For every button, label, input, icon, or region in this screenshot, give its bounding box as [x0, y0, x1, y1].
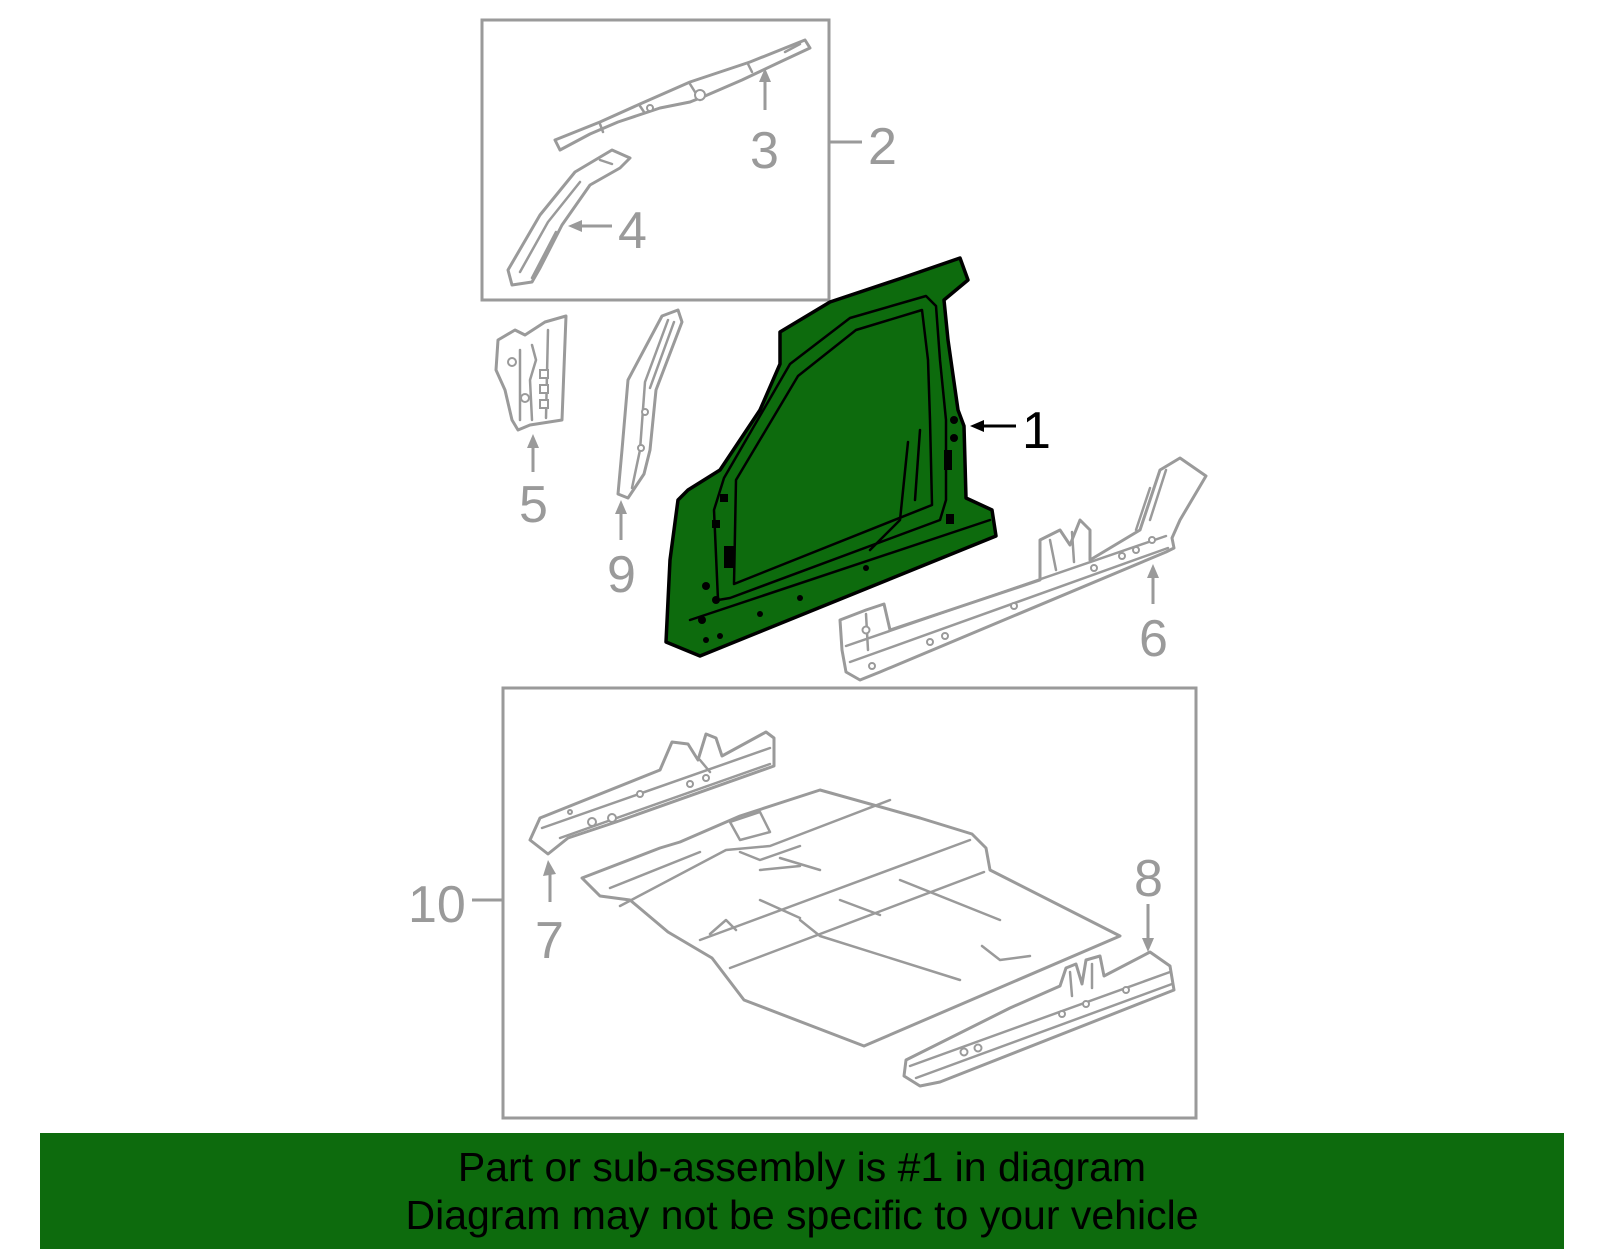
- callout-5[interactable]: 5: [519, 476, 548, 534]
- callout-6-arrow: [1147, 564, 1159, 578]
- callout-1-arrow: [970, 420, 984, 432]
- assembly-2-frame: [480, 18, 831, 302]
- banner-line-1: Part or sub-assembly is #1 in diagram: [457, 1144, 1147, 1190]
- part-3-roof-rail[interactable]: [553, 38, 812, 152]
- callout-4-arrow: [568, 220, 582, 232]
- banner-line-2: Diagram may not be specific to your vehi…: [405, 1192, 1199, 1238]
- part-4-pillar-reinforcement[interactable]: [506, 148, 632, 287]
- part-8-inner-sill[interactable]: [902, 950, 1176, 1088]
- callout-6[interactable]: 6: [1139, 610, 1168, 668]
- callout-3-arrow: [759, 68, 771, 82]
- part-7-crossmember[interactable]: [528, 730, 776, 856]
- callout-7-arrow: [543, 860, 556, 876]
- part-6-rocker-panel[interactable]: [838, 456, 1208, 682]
- part-1-side-panel[interactable]: [664, 256, 998, 658]
- callout-2[interactable]: 2: [868, 118, 897, 176]
- callout-8-arrow: [1142, 938, 1154, 952]
- callout-4[interactable]: 4: [618, 202, 647, 260]
- part-5-pillar-bracket[interactable]: [494, 314, 568, 432]
- callout-9[interactable]: 9: [607, 546, 636, 604]
- floor-pan[interactable]: [580, 788, 1122, 1048]
- callout-8[interactable]: 8: [1134, 850, 1163, 908]
- callout-5-arrow: [527, 434, 539, 448]
- callout-3[interactable]: 3: [750, 122, 779, 180]
- part-9-pillar-strip[interactable]: [616, 308, 684, 500]
- assembly-10-frame: [501, 686, 1198, 1120]
- callout-9-arrow: [615, 500, 627, 514]
- info-banner: Part or sub-assembly is #1 in diagram Di…: [40, 1133, 1564, 1249]
- callout-1[interactable]: 1: [1022, 402, 1051, 460]
- callout-7[interactable]: 7: [535, 912, 564, 970]
- callout-10[interactable]: 10: [408, 876, 466, 934]
